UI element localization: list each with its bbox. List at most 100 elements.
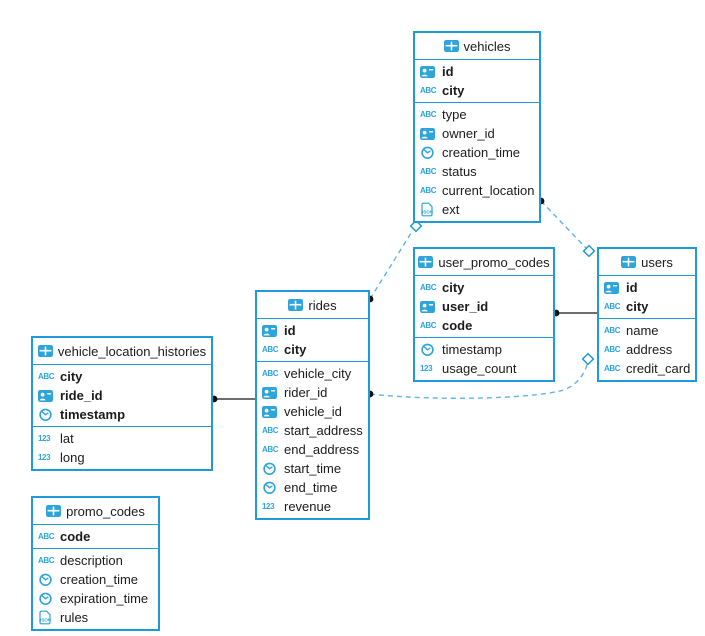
field-row-ride_id[interactable]: ride_id xyxy=(33,386,211,405)
svg-text:JSON: JSON xyxy=(421,210,433,215)
field-name: expiration_time xyxy=(60,591,149,606)
clock-icon xyxy=(262,461,280,476)
field-row-ext[interactable]: JSON ext xyxy=(415,200,539,219)
table-header-vehicle_location_histories[interactable]: vehicle_location_histories xyxy=(33,338,211,365)
field-row-expiration_time[interactable]: expiration_time xyxy=(33,589,158,608)
id-card-icon xyxy=(420,126,438,141)
field-row-end_time[interactable]: end_time xyxy=(257,478,368,497)
diamond-end-icon xyxy=(581,352,595,366)
table-header-promo_codes[interactable]: promo_codes xyxy=(33,498,158,525)
field-row-id[interactable]: id xyxy=(599,278,695,297)
field-name: name xyxy=(626,323,659,338)
table-icon xyxy=(443,39,459,54)
table-header-user_promo_codes[interactable]: user_promo_codes xyxy=(415,249,553,276)
clock-icon xyxy=(38,591,56,606)
id-card-icon xyxy=(262,323,280,338)
table-header-rides[interactable]: rides xyxy=(257,292,368,319)
field-row-creation_time[interactable]: creation_time xyxy=(415,143,539,162)
table-header-vehicles[interactable]: vehicles xyxy=(415,33,539,60)
field-row-id[interactable]: id xyxy=(415,62,539,81)
abc-icon: ABC xyxy=(420,86,437,95)
field-name: city xyxy=(626,299,649,314)
field-row-city[interactable]: ABC city xyxy=(415,81,539,100)
field-row-creation_time[interactable]: creation_time xyxy=(33,570,158,589)
field-row-city[interactable]: ABC city xyxy=(599,297,695,316)
field-name: city xyxy=(442,83,465,98)
id-card-icon xyxy=(420,299,438,314)
abc-icon: ABC xyxy=(420,186,437,195)
id-card-icon xyxy=(262,385,280,400)
field-name: code xyxy=(60,529,91,544)
num-icon: 123 xyxy=(262,502,275,511)
abc-icon: ABC xyxy=(604,364,621,373)
table-header-users[interactable]: users xyxy=(599,249,695,276)
table-icon xyxy=(37,344,53,359)
field-row-rider_id[interactable]: rider_id xyxy=(257,383,368,402)
field-name: id xyxy=(626,280,638,295)
field-name: type xyxy=(442,107,467,122)
id-card-icon xyxy=(420,64,438,79)
field-name: credit_card xyxy=(626,361,691,376)
abc-icon: ABC xyxy=(420,283,437,292)
abc-icon: ABC xyxy=(262,426,279,435)
field-row-user_id[interactable]: user_id xyxy=(415,297,553,316)
table-title: vehicles xyxy=(463,38,511,54)
json-icon: JSON xyxy=(38,610,56,625)
field-row-address[interactable]: ABC address xyxy=(599,340,695,359)
field-row-vehicle_id[interactable]: vehicle_id xyxy=(257,402,368,421)
field-name: id xyxy=(442,64,454,79)
id-card-icon xyxy=(38,388,56,403)
table-icon xyxy=(418,255,434,270)
field-name: ext xyxy=(442,202,460,217)
field-name: address xyxy=(626,342,673,357)
table-title: vehicle_location_histories xyxy=(57,343,207,359)
abc-icon: ABC xyxy=(38,372,55,381)
relation-user_promo_codes-users xyxy=(552,309,597,317)
table-title: rides xyxy=(308,297,337,313)
field-row-timestamp[interactable]: timestamp xyxy=(33,405,211,424)
clock-icon xyxy=(38,407,56,422)
field-row-start_time[interactable]: start_time xyxy=(257,459,368,478)
field-row-timestamp[interactable]: timestamp xyxy=(415,340,553,359)
abc-icon: ABC xyxy=(604,345,621,354)
field-row-credit_card[interactable]: ABC credit_card xyxy=(599,359,695,378)
field-name: timestamp xyxy=(442,342,502,357)
field-row-id[interactable]: id xyxy=(257,321,368,340)
abc-icon: ABC xyxy=(420,321,437,330)
field-name: end_address xyxy=(284,442,360,457)
field-name: vehicle_id xyxy=(284,404,342,419)
field-row-owner_id[interactable]: owner_id xyxy=(415,124,539,143)
abc-icon: ABC xyxy=(604,302,621,311)
